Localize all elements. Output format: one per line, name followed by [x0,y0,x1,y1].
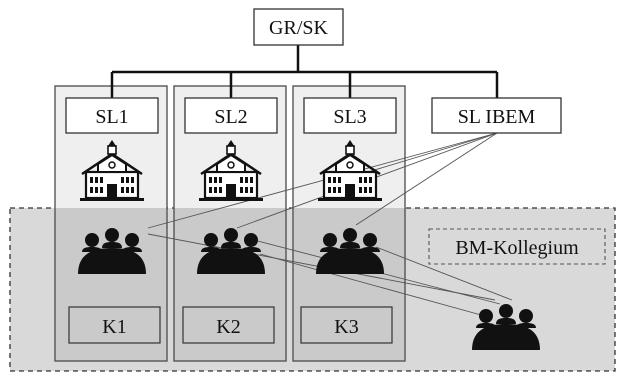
bm-kollegium-label-box: BM-Kollegium [428,228,606,265]
k3-node: K3 [300,306,393,344]
meeting-group-icon [78,228,146,274]
k2-node: K2 [182,306,275,344]
meeting-group-icon [197,228,265,274]
meeting-group-icon [472,304,540,350]
gr-sk-node: GR/SK [253,8,344,46]
sl1-label: SL1 [95,106,128,128]
sl3-label: SL3 [333,106,366,128]
k1-node: K1 [68,306,161,344]
sl-ibem-node: SL IBEM [431,97,562,134]
hierarchy-connectors [110,45,499,98]
relation-lines [147,132,513,319]
bm-kollegium-label: BM-Kollegium [455,237,579,259]
k1-label: K1 [102,316,126,338]
k2-label: K2 [216,316,240,338]
gr-sk-label: GR/SK [269,17,328,39]
k3-label: K3 [334,316,358,338]
sl2-node: SL2 [184,97,278,134]
sl-ibem-label: SL IBEM [458,106,536,128]
sl2-label: SL2 [214,106,247,128]
sl1-node: SL1 [65,97,159,134]
meeting-group-icon [316,228,384,274]
sl3-node: SL3 [303,97,397,134]
